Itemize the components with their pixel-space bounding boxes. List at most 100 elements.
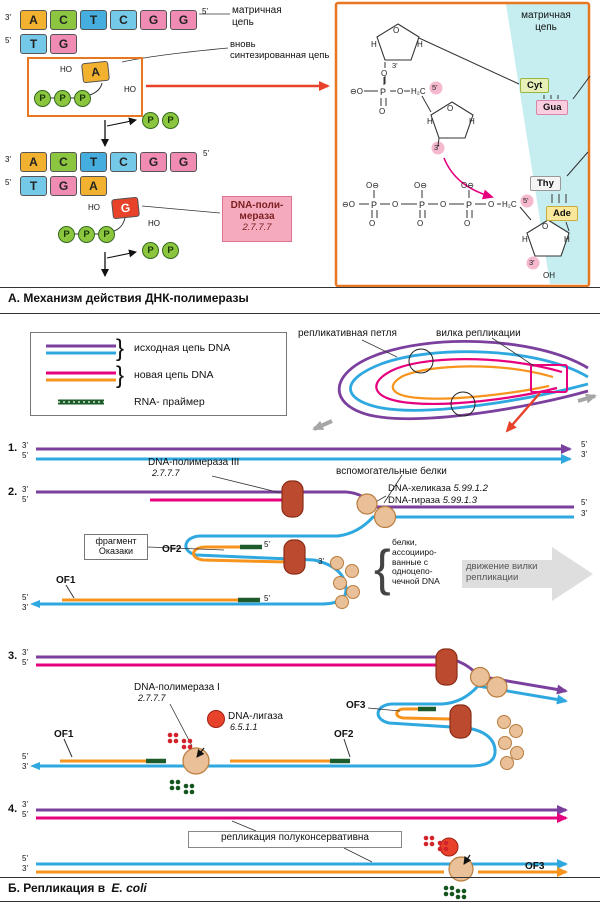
- base-c: C: [110, 152, 137, 172]
- helicase-label: DNA-хеликаза 5.99.1.2: [388, 483, 488, 494]
- step2-helicase-gyrase: [356, 493, 397, 529]
- ssb-brace: {: [374, 540, 391, 596]
- atom-h: H: [371, 40, 377, 49]
- replication-loop: [312, 337, 597, 433]
- atom-p: P: [419, 200, 426, 210]
- polymerase-name-line1: DNA-поли-: [230, 200, 284, 211]
- legend-box: [30, 332, 287, 416]
- base-thy-badge: Thy: [530, 176, 561, 191]
- strand-arrowhead: [30, 600, 40, 608]
- reaction-arrows: [101, 117, 137, 277]
- step4-strands: [36, 805, 568, 877]
- new-strand-label: вновь синтезированная цепь: [230, 39, 330, 61]
- ligase-ec: 6.5.1.1: [230, 722, 258, 732]
- phosphate: P: [74, 90, 91, 107]
- phosphate: P: [58, 226, 75, 243]
- prime-label: 5': [5, 36, 11, 45]
- of3-label: OF3: [525, 861, 545, 872]
- base-t: T: [80, 152, 107, 172]
- hydroxyl-label: HO: [60, 65, 72, 74]
- chem-structure: [376, 23, 570, 257]
- base-t: T: [80, 10, 107, 30]
- prime-label: 5': [523, 196, 529, 205]
- atom-o: O: [440, 200, 447, 209]
- prime-label: 5': [22, 451, 28, 460]
- base-c: C: [50, 10, 77, 30]
- nucleophilic-attack-arrow: [443, 157, 494, 200]
- panel-b-heading-text: Б. Репликация в: [8, 881, 106, 895]
- ligase-icon: [207, 710, 225, 728]
- hydroxyl-label: HO: [124, 85, 136, 94]
- phosphate: P: [78, 226, 95, 243]
- step4-pointers: [231, 820, 373, 863]
- base-t: T: [20, 176, 47, 196]
- auxiliary-proteins-label: вспомогательные белки: [336, 466, 447, 477]
- legend-brace: }: [116, 335, 125, 362]
- legend-lines: [46, 344, 116, 405]
- divider-line: [0, 313, 600, 314]
- pol1-action-arrow: [196, 747, 205, 758]
- panel-a-connectors: [121, 13, 230, 214]
- prime-label: 3': [392, 61, 398, 70]
- atom-h: H: [564, 235, 570, 244]
- prime-label: 3': [318, 557, 324, 566]
- hydroxyl-label: HO: [88, 203, 100, 212]
- highlight-3prime: [431, 141, 445, 155]
- prime-label: 3': [5, 155, 11, 164]
- step2-ssb-proteins: [330, 556, 360, 609]
- prime-label: 5': [22, 854, 28, 863]
- phosphate: P: [98, 226, 115, 243]
- step3-polymerase3-blob: [449, 704, 472, 739]
- base-g: G: [140, 10, 167, 30]
- base-a: A: [20, 152, 47, 172]
- group-h2c: H₂C: [411, 87, 426, 96]
- ssb-proteins-label: белки, ассоцииро- ванные с одноцепо- чеч…: [392, 537, 440, 587]
- highlight-5prime: [520, 194, 534, 208]
- atom-o: O: [542, 222, 549, 231]
- step-number: 4.: [8, 803, 18, 815]
- prime-label: 5': [22, 495, 28, 504]
- chem-template-strand-label: матричная цепь: [521, 10, 571, 33]
- divider-line: [0, 287, 600, 288]
- atom-o: O: [488, 200, 495, 209]
- dna-polymerase-badge: DNA-поли- мераза 2.7.7.7: [222, 196, 292, 242]
- divider-line: [0, 901, 600, 902]
- atom-h: H: [469, 117, 475, 126]
- step4-green-dots: [443, 885, 467, 900]
- of2-label: OF2: [162, 544, 182, 555]
- base-t: T: [20, 34, 47, 54]
- of2-label: OF2: [334, 729, 354, 740]
- prime-label: 5': [5, 178, 11, 187]
- polymerase3-ec: 2.7.7.7: [152, 468, 180, 478]
- ligase-icon: [439, 837, 459, 857]
- atom-o: O: [397, 87, 404, 96]
- prime-label: 3': [22, 603, 28, 612]
- atom-h: H: [522, 235, 528, 244]
- prime-label: 5': [581, 498, 587, 507]
- prime-label: 3': [529, 258, 535, 267]
- base-g: G: [140, 152, 167, 172]
- step3-polymerase1-blob: [182, 747, 210, 775]
- atom-o-minus: ⊖O: [342, 200, 355, 209]
- step-number: 3.: [8, 650, 18, 662]
- base-a: A: [20, 10, 47, 30]
- step1-strands: [36, 444, 572, 464]
- hydroxyl-label: OH: [543, 271, 555, 280]
- released-phosphate: P: [162, 112, 179, 129]
- primer-nucleotides-green: [169, 779, 195, 795]
- step-number: 2.: [8, 486, 18, 498]
- prime-label: 5': [264, 594, 270, 603]
- of1-label: OF1: [54, 729, 74, 740]
- panel-a-heading: А. Механизм действия ДНК-полимеразы: [8, 291, 249, 305]
- of3-label: OF3: [346, 700, 366, 711]
- group-h2c: H₂C: [502, 200, 517, 209]
- prime-label: 3': [22, 762, 28, 771]
- fork-movement-arrow: [462, 547, 593, 601]
- of1-label: OF1: [56, 575, 76, 586]
- atom-o: O: [464, 219, 471, 228]
- polymerase1-label: DNA-полимераза I: [134, 682, 220, 693]
- polymerase-ec-number: 2.7.7.7: [242, 222, 272, 233]
- prime-label: 3': [581, 509, 587, 518]
- fork-movement-label: движение вилки репликации: [466, 561, 538, 583]
- phosphate: P: [34, 90, 51, 107]
